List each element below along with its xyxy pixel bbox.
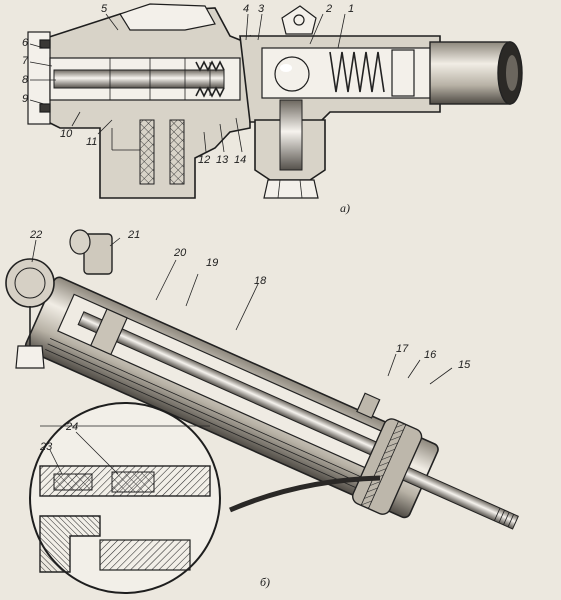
- socket-nut: [15, 345, 45, 369]
- callout-22: 22: [29, 229, 42, 241]
- end-seal: [360, 420, 407, 510]
- callout-15: 15: [458, 359, 471, 371]
- centering-spring-lower: [195, 86, 225, 98]
- clamp-bracket: [356, 392, 381, 419]
- valve-spool: [53, 69, 225, 89]
- cap-bolt-top: [39, 39, 51, 49]
- callout-7: 7: [22, 55, 29, 67]
- callout-4: 4: [243, 3, 249, 15]
- callout-13: 13: [216, 154, 229, 166]
- port-fittings: [111, 119, 185, 185]
- threaded-tube: [429, 41, 511, 105]
- callout-11: 11: [86, 136, 97, 148]
- cap-bolt-bottom: [39, 103, 51, 113]
- cylinder-assembly: [24, 276, 519, 530]
- ball-highlight: [280, 64, 292, 72]
- callout-19: 19: [206, 257, 218, 269]
- leader-lines-b-detail: [49, 431, 119, 475]
- piston-section: [99, 539, 191, 571]
- socket-ring: [14, 267, 46, 299]
- callout-16: 16: [424, 349, 437, 361]
- figure-a-steering-valve-section: 1 2 3 4 5 6 7 8 9 10 11 12 13 14 а): [22, 3, 523, 215]
- caption-b: б): [260, 575, 270, 589]
- callout-2: 2: [325, 3, 332, 15]
- ball-joint: [274, 56, 310, 92]
- gland-section: [39, 515, 101, 573]
- barrel-shading: [45, 338, 398, 505]
- housing-top-boss: [119, 3, 216, 31]
- callout-10: 10: [60, 128, 73, 140]
- callout-14: 14: [234, 154, 246, 166]
- reaction-spring: [329, 51, 385, 93]
- callout-6: 6: [22, 37, 29, 49]
- callout-9: 9: [22, 93, 28, 105]
- stud-nut: [263, 179, 319, 199]
- rod-extension: [402, 466, 519, 530]
- leader-lines-b: [31, 237, 453, 385]
- piston: [89, 308, 128, 356]
- spring-seat: [391, 49, 415, 97]
- callout-8: 8: [22, 74, 29, 86]
- callout-5: 5: [101, 3, 108, 15]
- hose-fitting: [83, 233, 113, 275]
- callout-1: 1: [348, 3, 354, 15]
- lug-hole: [293, 14, 305, 26]
- caption-a: а): [340, 201, 350, 215]
- pressure-hose: [229, 475, 381, 513]
- callout-23: 23: [39, 441, 53, 453]
- seal-detail: [39, 425, 211, 573]
- ball-socket: [5, 258, 55, 308]
- leader-lines-a: [29, 13, 346, 153]
- tube-bore: [506, 55, 518, 91]
- callout-24: 24: [65, 421, 78, 433]
- callout-3: 3: [258, 3, 265, 15]
- figure-b-power-cylinder: 15 16 17 18 19 20 21 22 23 24 б): [5, 229, 519, 594]
- centering-spring-upper: [195, 60, 225, 72]
- callout-18: 18: [254, 275, 267, 287]
- seal-ring-24: [111, 471, 155, 493]
- rod-thread: [493, 507, 515, 528]
- seal-ring-23: [53, 473, 93, 491]
- callout-21: 21: [127, 229, 140, 241]
- callout-12: 12: [198, 154, 210, 166]
- nut-faces: [277, 179, 303, 199]
- pitman-stud: [279, 99, 303, 171]
- fitting-cap: [69, 229, 91, 255]
- callout-17: 17: [396, 343, 409, 355]
- callout-20: 20: [173, 247, 187, 259]
